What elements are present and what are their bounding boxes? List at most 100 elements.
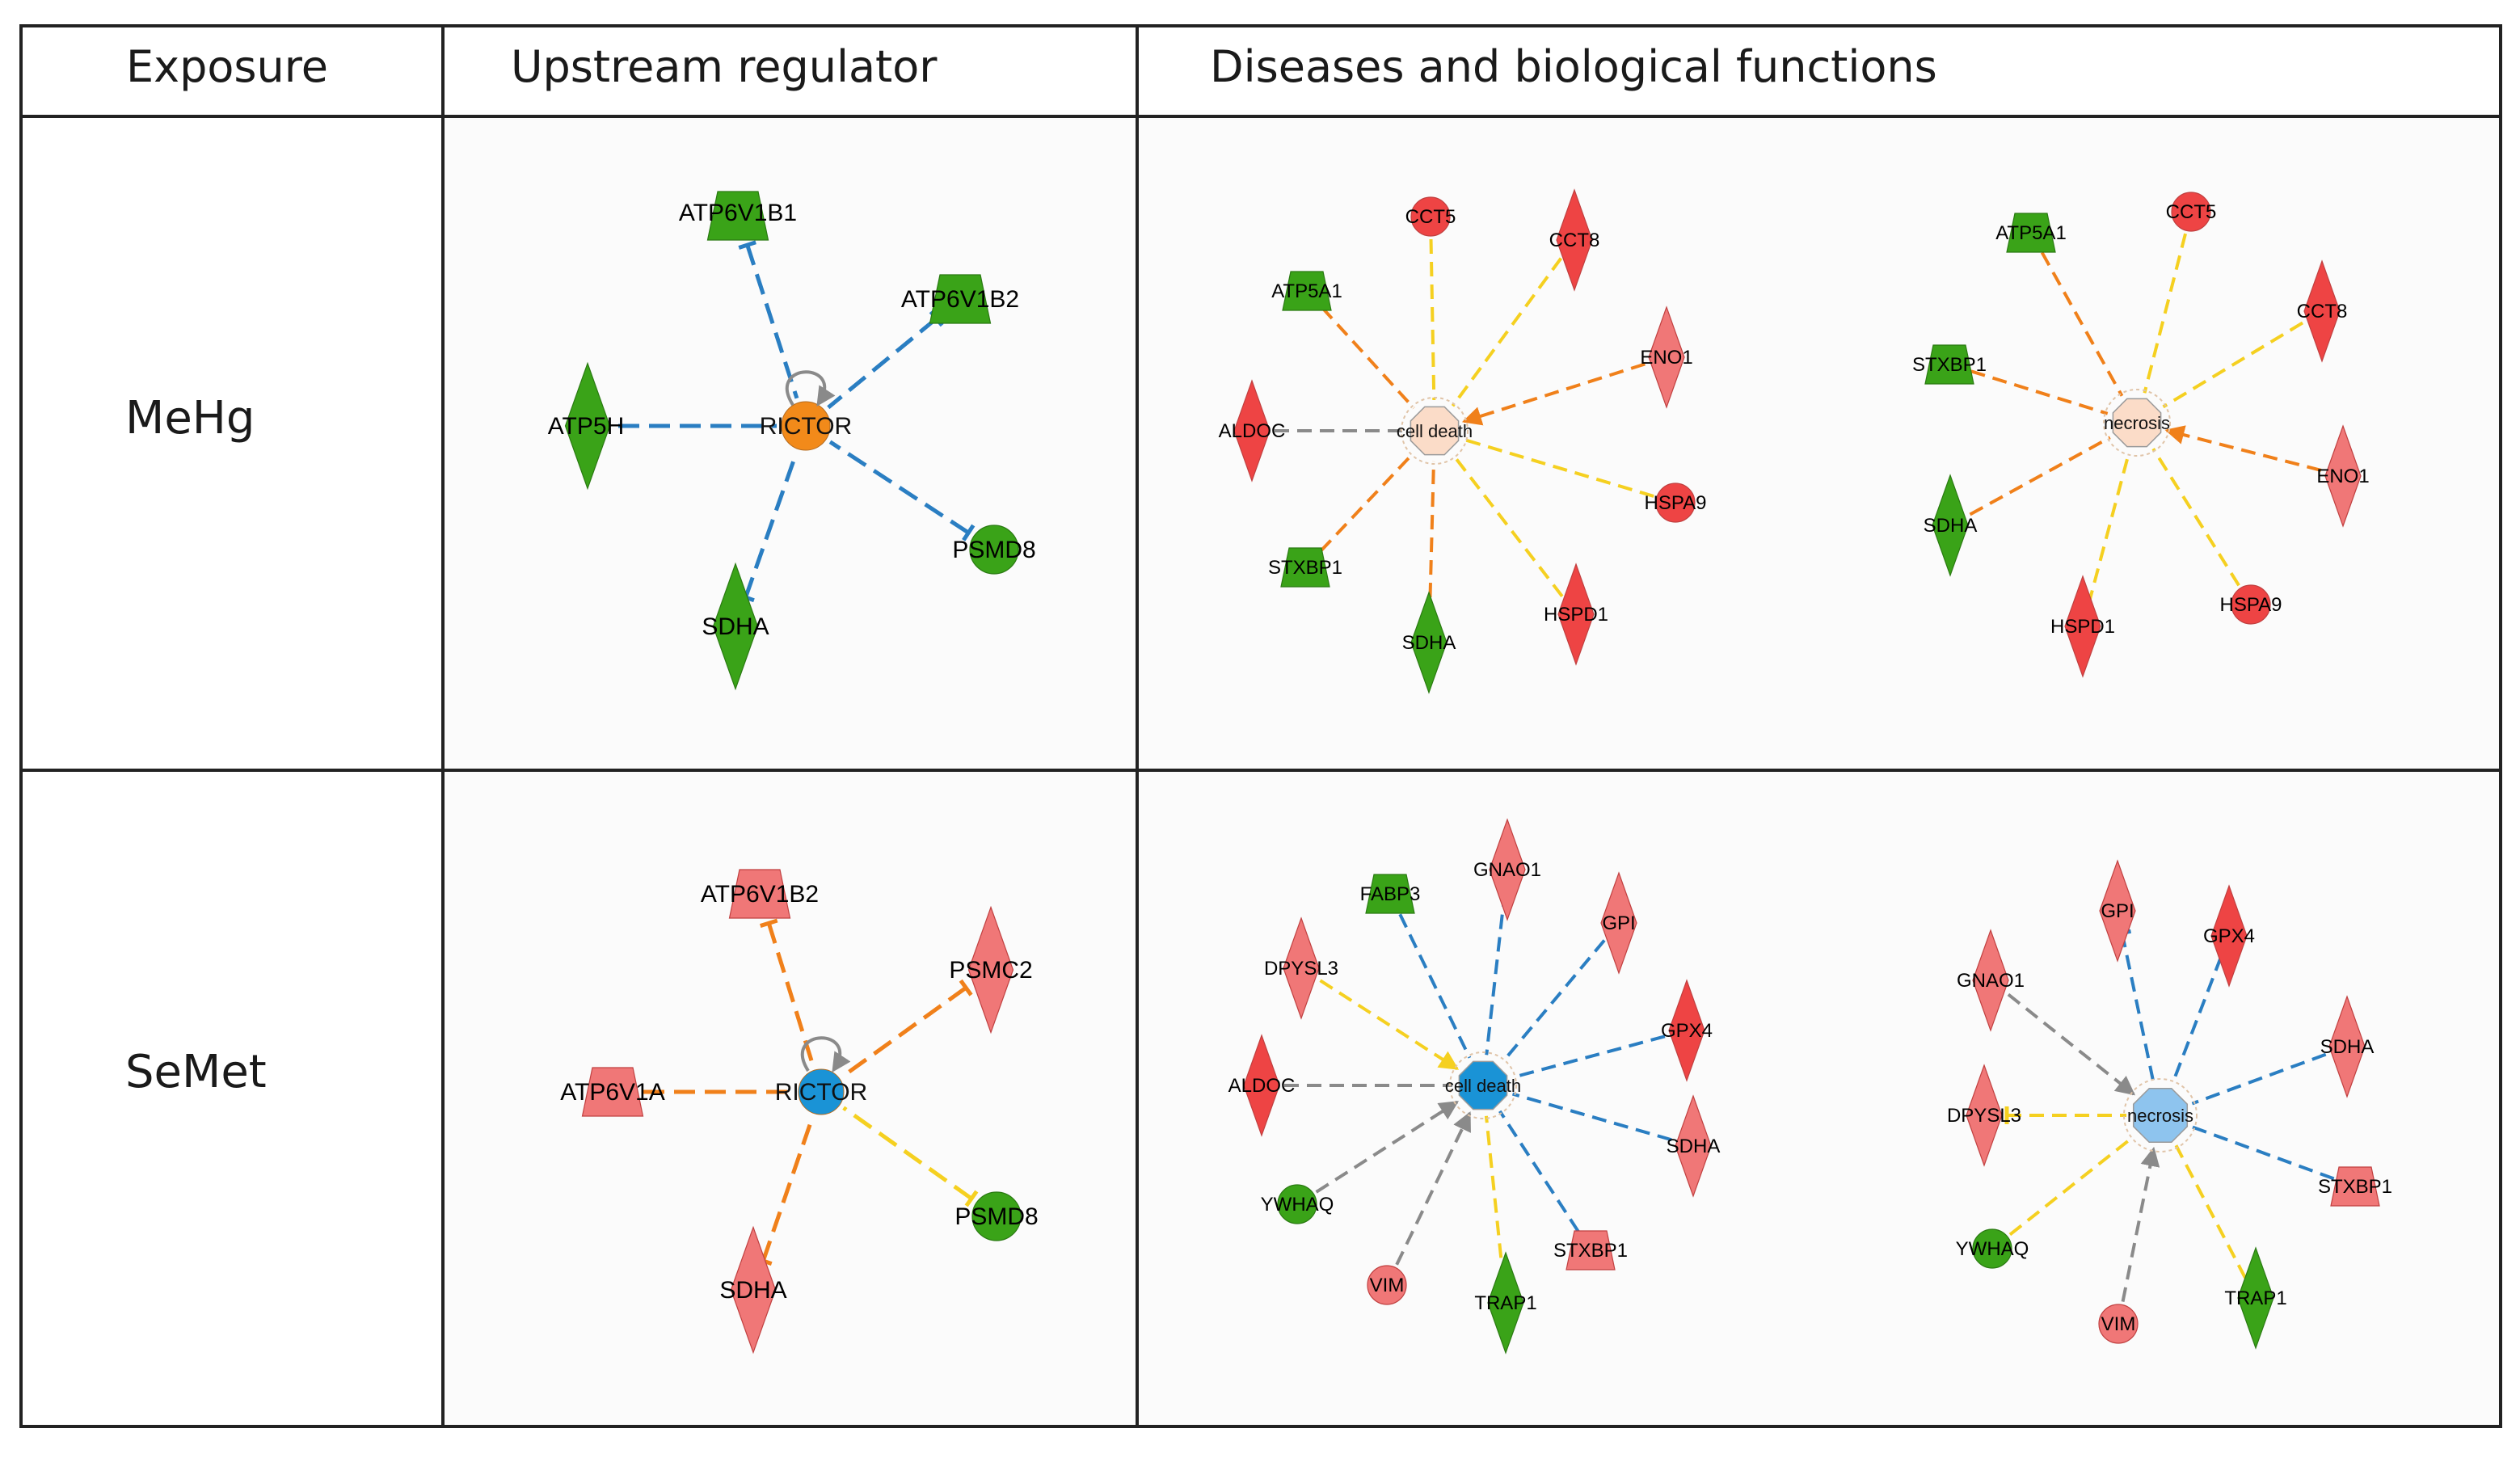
edge-hspa9 [2151,448,2240,587]
node-fabp3-label: FABP3 [1360,883,1421,905]
edge-hspa9 [1463,437,1654,498]
node-hspa9-circle [1655,482,1696,523]
node-sdha-label: SDHA [719,1277,786,1304]
header-diseases-functions: Diseases and biological functions [1210,41,1937,92]
node-hspd1-label: HSPD1 [1544,604,1608,626]
hub-cell-death-node [1410,406,1460,456]
network-mehg-necrosis: necrosisATP5A1CCT5CCT8STXBP1ENO1SDHAHSPD… [1912,192,2370,678]
node-eno1-label: ENO1 [2316,466,2369,487]
node-gpi-label: GPI [2101,900,2134,922]
node-sdha-label: SDHA [1924,515,1978,537]
node-gnao1-diamond [1972,929,2009,1032]
networks-layer: RICTORATP6V1B1ATP6V1B2ATP5HPSMD8SDHAcell… [548,188,2392,1355]
cell-semet-diseases [1139,772,2499,1425]
node-atp6v1b1-label: ATP6V1B1 [679,200,797,226]
node-cct8-label: CCT8 [1549,230,1600,251]
node-atp5h-diamond [564,361,611,491]
exposure-semet: SeMet [125,1046,267,1098]
nodes: necrosisATP5A1CCT5CCT8STXBP1ENO1SDHAHSPD… [1912,192,2370,678]
node-cct8-diamond [2303,259,2341,363]
node-vim-circle [1367,1265,1407,1305]
edge-vim [2121,1146,2160,1302]
exposure-mehg: MeHg [125,392,255,445]
header-exposure: Exposure [126,41,328,92]
node-vim-label: VIM [2101,1313,2136,1335]
edge-sdha [761,1117,815,1262]
edge-ywhaq [1315,1100,1460,1194]
inhibit-bar-psmc2 [959,979,973,997]
node-gnao1-label: GNAO1 [1473,859,1541,881]
edge-psmd8 [842,1106,973,1201]
edge-atp6v1b1 [745,244,799,399]
edge-sdha [1511,1092,1672,1142]
edge-eno1 [2164,425,2322,472]
edge-sdha [1969,436,2111,516]
node-atp5a1-label: ATP5A1 [1995,222,2067,244]
node-gpi-label: GPI [1602,912,1635,934]
node-stxbp1-label: STXBP1 [1553,1240,1628,1262]
node-hspa9-label: HSPA9 [2220,594,2282,616]
node-aldoc-label: ALDOC [1228,1075,1296,1097]
edge-cct5 [1429,238,1436,401]
node-atp6v1b2-trapezoid [929,274,992,324]
node-ywhaq-label: YWHAQ [1956,1238,2029,1260]
hub-rictor-label: RICTOR [775,1079,867,1106]
node-dpysl3-diamond [1283,917,1320,1020]
hub-rictor-node [781,401,831,451]
node-gpx4-diamond [2210,884,2248,988]
node-psmd8-label: PSMD8 [952,537,1035,563]
edge-fabp3 [1398,913,1472,1059]
edge-stxbp1 [1498,1110,1580,1233]
node-stxbp1-trapezoid [1566,1230,1616,1270]
node-hspd1-diamond [2064,575,2101,678]
node-sdha-diamond [712,562,759,691]
node-stxbp1-label: STXBP1 [1268,557,1342,579]
edge-eno1 [1461,362,1646,426]
edge-psmd8 [828,440,970,535]
hub-cell-death-label: cell death [1397,421,1473,441]
node-trap1-label: TRAP1 [2224,1287,2286,1309]
nodes: necrosisGPIGPX4GNAO1SDHADPYSL3STXBP1YWHA… [1947,859,2392,1350]
node-atp6v1b2-label: ATP6V1B2 [901,286,1019,313]
self-loop-arrow [786,370,836,407]
hub-halo [1401,397,1469,465]
hub-cell-death-node [1458,1060,1508,1110]
node-eno1-diamond [2324,424,2362,528]
node-aldoc-diamond [1243,1034,1280,1137]
cell-semet-upstream [445,772,1137,1425]
node-atp6v1b2-label: ATP6V1B2 [701,881,819,908]
node-trap1-diamond [1487,1251,1524,1355]
node-gpi-diamond [2099,859,2136,963]
edges [1275,238,1654,621]
edge-sdha [1427,461,1435,621]
edge-stxbp1 [2191,1125,2335,1181]
table-grid [19,24,2502,1428]
node-psmd8-circle [969,525,1019,575]
cell-mehg-diseases [1139,118,2499,769]
node-stxbp1-trapezoid [1280,547,1330,588]
node-fabp3-trapezoid [1365,874,1415,914]
edge-gpi [2120,932,2155,1083]
inhibit-bar-atp6v1b2 [760,918,778,928]
hub-halo [2103,389,2171,457]
edge-cct8 [1451,257,1563,407]
hub-necrosis-label: necrosis [2127,1106,2193,1126]
edge-vim [1395,1111,1472,1266]
edge-atp5a1 [2040,251,2124,397]
node-stxbp1-trapezoid [2330,1166,2380,1207]
node-sdha-diamond [2328,995,2366,1098]
node-dpysl3-diamond [1966,1064,2003,1167]
node-sdha-label: SDHA [2320,1036,2375,1058]
node-atp5a1-trapezoid [2006,213,2056,253]
edge-sdha [2191,1052,2327,1106]
node-cct8-label: CCT8 [2297,301,2348,322]
node-atp6v1b2-trapezoid [728,869,791,919]
node-eno1-diamond [1648,306,1685,409]
nodes: cell deathCCT5CCT8ATP5A1ENO1ALDOCHSPA9ST… [1219,188,1706,694]
node-vim-label: VIM [1370,1275,1405,1296]
node-cct5-label: CCT5 [1405,206,1456,228]
